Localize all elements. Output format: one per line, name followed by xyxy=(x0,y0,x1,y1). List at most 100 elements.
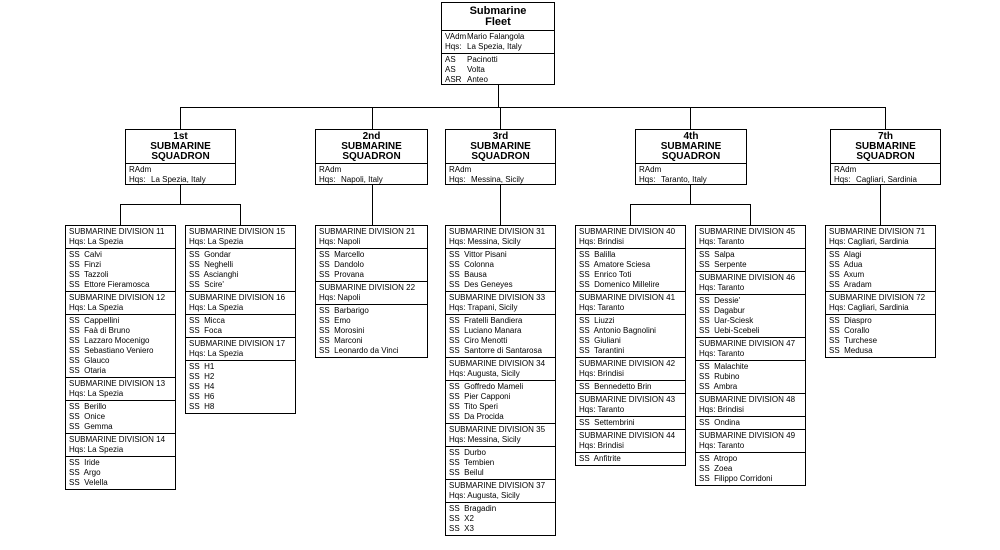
submarine-entry: SS Axum xyxy=(829,270,865,279)
division-title: SUBMARINE DIVISION 46 xyxy=(699,273,796,282)
squadron-number: 1st xyxy=(173,131,188,142)
division-title: SUBMARINE DIVISION 14 xyxy=(69,435,166,444)
squadron-title-line3: SQUADRON xyxy=(151,151,210,162)
division-title: SUBMARINE DIVISION 42 xyxy=(579,359,676,368)
submarine-entry: SS Tito Speri xyxy=(449,402,498,411)
division-hqs: Hqs: Napoli xyxy=(319,237,361,246)
submarine-entry: SS Santorre di Santarosa xyxy=(449,346,542,355)
squadron-title-line2: SUBMARINE xyxy=(855,141,916,152)
division-title: SUBMARINE DIVISION 15 xyxy=(189,227,286,236)
submarine-entry: SS Medusa xyxy=(829,346,873,355)
hqs-label: Hqs: xyxy=(129,175,146,184)
squadron-rank: RAdm xyxy=(129,165,152,174)
submarine-entry: SS Lazzaro Mocenigo xyxy=(69,336,150,345)
division-title: SUBMARINE DIVISION 11 xyxy=(69,227,165,236)
submarine-entry: SS Uar-Sciesk xyxy=(699,316,754,325)
unit-name: Pacinotti xyxy=(467,55,498,64)
division-hqs: Hqs: Taranto xyxy=(699,283,745,292)
fleet-title-line2: Fleet xyxy=(485,16,511,28)
unit-name: Volta xyxy=(467,65,485,74)
submarine-entry: SS Scire' xyxy=(189,280,224,289)
submarine-entry: SS Enrico Toti xyxy=(579,270,632,279)
division-title: SUBMARINE DIVISION 49 xyxy=(699,431,796,440)
submarine-entry: SS Malachite xyxy=(699,362,749,371)
division-title: SUBMARINE DIVISION 22 xyxy=(319,283,416,292)
submarine-entry: SS Cappellini xyxy=(69,316,120,325)
division-title: SUBMARINE DIVISION 21 xyxy=(319,227,416,236)
division-hqs: Hqs: Brindisi xyxy=(579,369,624,378)
submarine-entry: SS Corallo xyxy=(829,326,870,335)
squadron-title-line2: SUBMARINE xyxy=(150,141,211,152)
squadron-rank: RAdm xyxy=(834,165,857,174)
hqs-label: Hqs: xyxy=(319,175,336,184)
submarine-entry: SS Bausa xyxy=(449,270,487,279)
squadron-hqs: Cagliari, Sardinia xyxy=(856,175,917,184)
division-hqs: Hqs: La Spezia xyxy=(189,237,244,246)
hqs-label: Hqs: xyxy=(445,42,462,51)
submarine-entry: SS Morosini xyxy=(319,326,365,335)
division-title: SUBMARINE DIVISION 40 xyxy=(579,227,676,236)
submarine-entry: SS Des Geneyes xyxy=(449,280,513,289)
division-hqs: Hqs: Brindisi xyxy=(579,237,624,246)
division-hqs: Hqs: Taranto xyxy=(699,237,745,246)
submarine-entry: SS Diaspro xyxy=(829,316,872,325)
division-title: SUBMARINE DIVISION 16 xyxy=(189,293,286,302)
squadron-title-line2: SUBMARINE xyxy=(470,141,531,152)
division-hqs: Hqs: La Spezia xyxy=(189,349,244,358)
division-title: SUBMARINE DIVISION 34 xyxy=(449,359,546,368)
submarine-entry: SS H6 xyxy=(189,392,215,401)
division-hqs: Hqs: Brindisi xyxy=(579,441,624,450)
unit-type: AS xyxy=(445,55,456,64)
submarine-entry: SS Ascianghi xyxy=(189,270,239,279)
division-title: SUBMARINE DIVISION 71 xyxy=(829,227,926,236)
squadron-title-line2: SUBMARINE xyxy=(660,141,722,152)
submarine-entry: SS Bennedetto Brin xyxy=(579,382,652,391)
submarine-entry: SS Goffredo Mameli xyxy=(449,382,524,391)
submarine-entry: SS H8 xyxy=(189,402,215,411)
division-hqs: Hqs: Cagliari, Sardinia xyxy=(829,237,909,246)
submarine-entry: SS Berillo xyxy=(69,402,107,411)
fleet-title-line1: Submarine xyxy=(469,5,527,17)
division-hqs: Hqs: Messina, Sicily xyxy=(449,435,521,444)
submarine-entry: SS Filippo Corridoni xyxy=(699,474,773,483)
submarine-entry: SS Dandolo xyxy=(319,260,364,269)
submarine-entry: SS Neghelli xyxy=(189,260,234,269)
submarine-entry: SS Amatore Sciesa xyxy=(579,260,651,269)
submarine-entry: SS Rubino xyxy=(699,372,740,381)
division-title: SUBMARINE DIVISION 33 xyxy=(449,293,546,302)
